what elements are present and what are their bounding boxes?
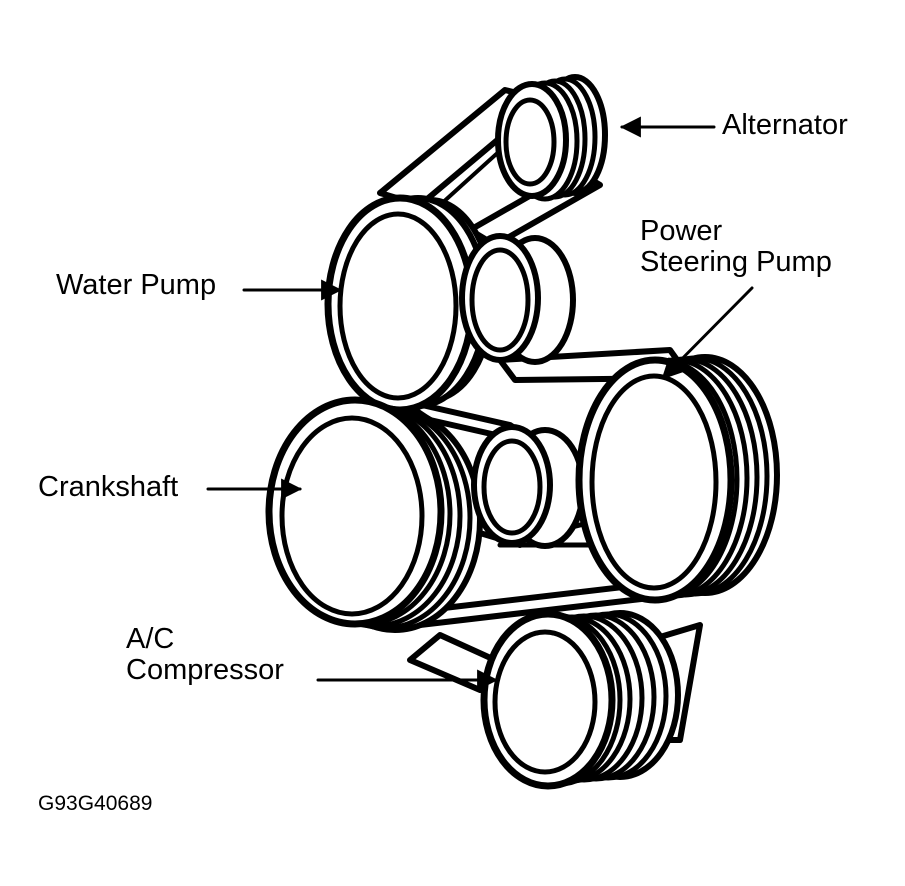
crankshaft-label: Crankshaft: [38, 471, 179, 503]
power-steering-label-line1: Power: [640, 215, 723, 247]
ac-compressor-label: A/C Compressor: [126, 624, 284, 686]
water-pump-pulley: [324, 194, 495, 414]
alternator-label: Alternator: [722, 109, 848, 141]
ac-compressor-pulley: [480, 610, 681, 790]
power-steering-arrow: [661, 286, 754, 380]
power-steering-pulley: [575, 354, 780, 604]
power-steering-label-line2: Steering Pump: [640, 246, 832, 278]
idler-pulley-upper: [459, 233, 576, 365]
water-pump-label: Water Pump: [56, 269, 217, 301]
idler-pulley-lower: [471, 424, 586, 549]
crankshaft-pulley: [265, 396, 483, 633]
alternator-pulley: [495, 74, 608, 202]
power-steering-label: Power Steering Pump: [640, 216, 832, 278]
leader-arrows: [206, 116, 754, 691]
figure-code: G93G40689: [38, 792, 153, 815]
ac-compressor-label-line2: Compressor: [126, 654, 284, 686]
ac-compressor-label-line1: A/C: [126, 623, 175, 655]
